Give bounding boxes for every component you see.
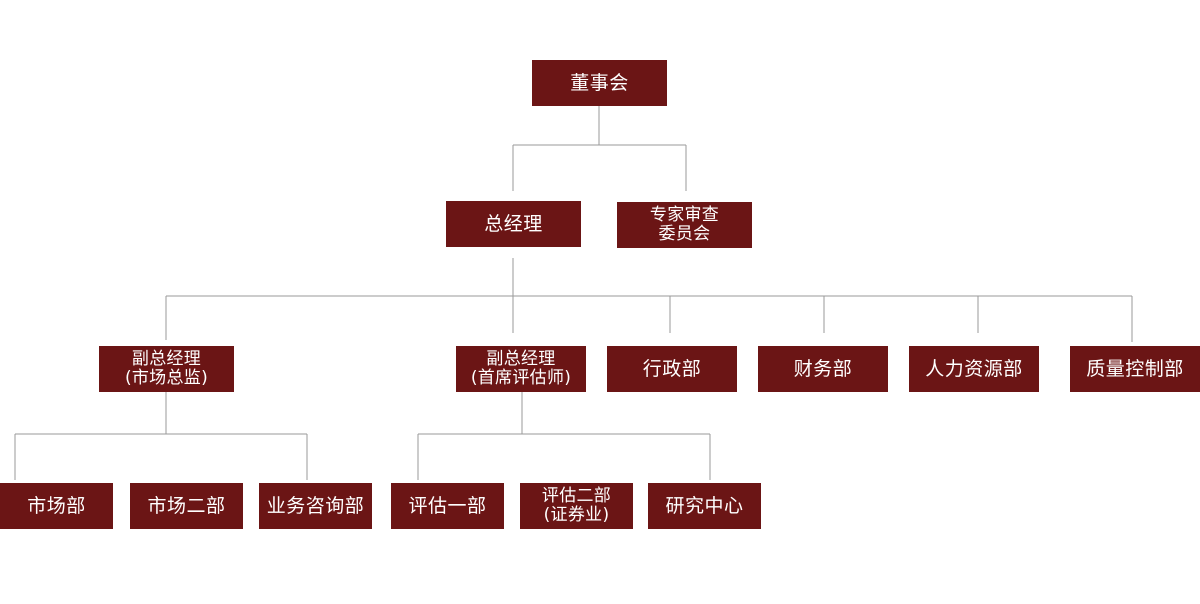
node-quality: 质量控制部 <box>1070 346 1200 392</box>
node-finance-label: 财务部 <box>793 358 853 380</box>
node-research: 研究中心 <box>648 483 761 529</box>
node-eval2-line2: (证券业) <box>543 505 610 525</box>
node-expert-committee-line2: 委员会 <box>658 224 711 244</box>
node-admin: 行政部 <box>607 346 737 392</box>
node-general-manager: 总经理 <box>446 201 581 247</box>
node-market2: 市场二部 <box>130 483 243 529</box>
node-deputy-eval-line2: (首席评估师) <box>470 368 572 388</box>
node-expert-committee: 专家审查 委员会 <box>617 202 752 248</box>
node-hr-label: 人力资源部 <box>925 358 1023 380</box>
node-deputy-market-line1: 副总经理 <box>131 349 202 369</box>
node-consulting-label: 业务咨询部 <box>266 495 365 517</box>
node-eval1-label: 评估一部 <box>408 495 487 517</box>
node-consulting: 业务咨询部 <box>259 483 372 529</box>
node-admin-label: 行政部 <box>642 358 702 380</box>
node-market2-label: 市场二部 <box>147 495 226 517</box>
node-research-label: 研究中心 <box>665 495 744 517</box>
node-board-label: 董事会 <box>570 72 629 94</box>
node-general-manager-label: 总经理 <box>484 213 543 235</box>
node-deputy-market-line2: (市场总监) <box>124 368 209 388</box>
node-eval2-line1: 评估二部 <box>541 486 612 506</box>
node-eval1: 评估一部 <box>391 483 504 529</box>
node-deputy-eval-line1: 副总经理 <box>486 349 556 369</box>
node-hr: 人力资源部 <box>909 346 1039 392</box>
node-board: 董事会 <box>532 60 667 106</box>
node-market1-label: 市场部 <box>27 495 86 517</box>
node-deputy-market: 副总经理 (市场总监) <box>99 346 234 392</box>
node-expert-committee-line1: 专家审查 <box>649 205 720 225</box>
node-market1: 市场部 <box>0 483 113 529</box>
node-finance: 财务部 <box>758 346 888 392</box>
node-deputy-eval: 副总经理 (首席评估师) <box>456 346 586 392</box>
node-eval2: 评估二部 (证券业) <box>520 483 633 529</box>
node-quality-label: 质量控制部 <box>1086 358 1184 380</box>
